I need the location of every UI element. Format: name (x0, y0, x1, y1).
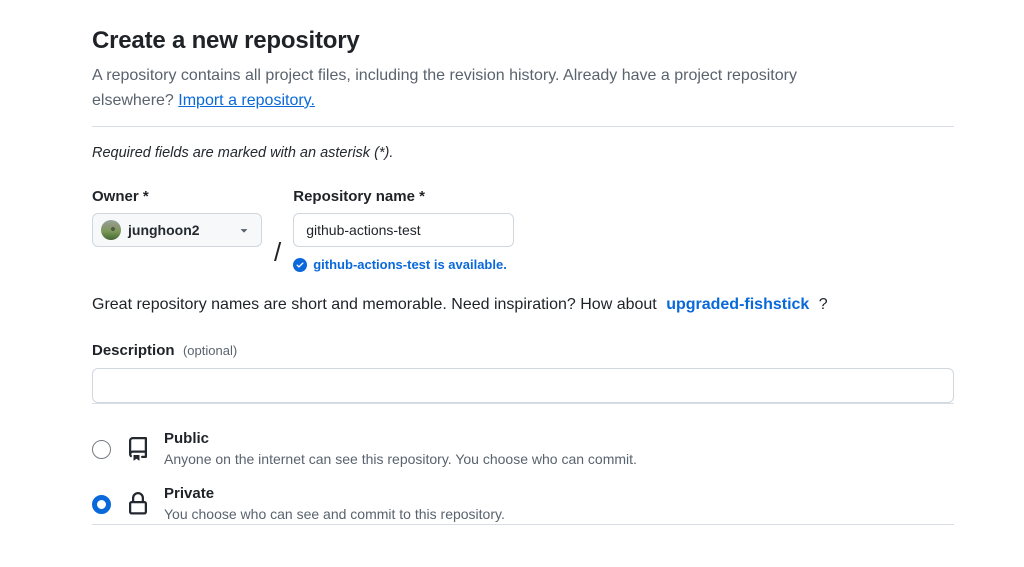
description-input[interactable] (92, 368, 954, 403)
middle-divider (92, 403, 954, 404)
availability-text: github-actions-test is available. (313, 257, 507, 272)
suggested-name-link[interactable]: upgraded-fishstick (666, 296, 810, 313)
private-description: You choose who can see and commit to thi… (164, 506, 505, 522)
lock-icon (126, 492, 150, 516)
availability-message: github-actions-test is available. (293, 257, 514, 272)
private-radio[interactable] (92, 494, 111, 514)
intro-line-1: A repository contains all project files,… (92, 67, 797, 84)
bottom-divider (92, 524, 954, 525)
description-label-row: Description (optional) (92, 342, 954, 360)
repository-name-field: Repository name * github-actions-test is… (293, 188, 515, 272)
owner-select-button[interactable]: junghoon2 (92, 213, 262, 247)
create-repository-form: Create a new repository A repository con… (92, 0, 954, 525)
public-description: Anyone on the internet can see this repo… (164, 451, 637, 467)
check-circle-fill-icon (293, 257, 308, 272)
public-radio[interactable] (92, 439, 111, 459)
description-label: Description (92, 342, 175, 359)
owner-repo-separator: / (274, 237, 282, 267)
owner-avatar (101, 220, 121, 240)
public-option-text: Public Anyone on the internet can see th… (164, 429, 637, 469)
description-optional-note: (optional) (182, 343, 238, 358)
name-suggestion: Great repository names are short and mem… (92, 296, 954, 314)
owner-selected-name: junghoon2 (128, 222, 200, 238)
page-title: Create a new repository (92, 27, 360, 54)
suggestion-text-before: Great repository names are short and mem… (92, 296, 657, 313)
chevron-down-icon (237, 223, 251, 237)
intro-line-2: elsewhere? (92, 92, 174, 109)
intro-text: A repository contains all project files,… (92, 63, 954, 113)
import-repository-link[interactable]: Import a repository. (178, 92, 315, 109)
owner-field: Owner * junghoon2 (92, 188, 262, 247)
private-label: Private (164, 485, 215, 502)
repo-icon (126, 437, 150, 461)
public-label: Public (164, 430, 210, 447)
suggestion-text-after: ? (818, 296, 828, 313)
repository-name-label: Repository name * (293, 188, 425, 205)
top-divider (92, 126, 954, 127)
required-fields-note: Required fields are marked with an aster… (92, 145, 394, 161)
visibility-option-private[interactable]: Private You choose who can see and commi… (92, 484, 954, 524)
visibility-option-public[interactable]: Public Anyone on the internet can see th… (92, 429, 954, 469)
repository-name-input[interactable] (293, 213, 515, 247)
private-option-text: Private You choose who can see and commi… (164, 484, 505, 524)
owner-repo-row: Owner * junghoon2 / Repository name * (92, 188, 954, 272)
owner-label: Owner * (92, 188, 149, 205)
